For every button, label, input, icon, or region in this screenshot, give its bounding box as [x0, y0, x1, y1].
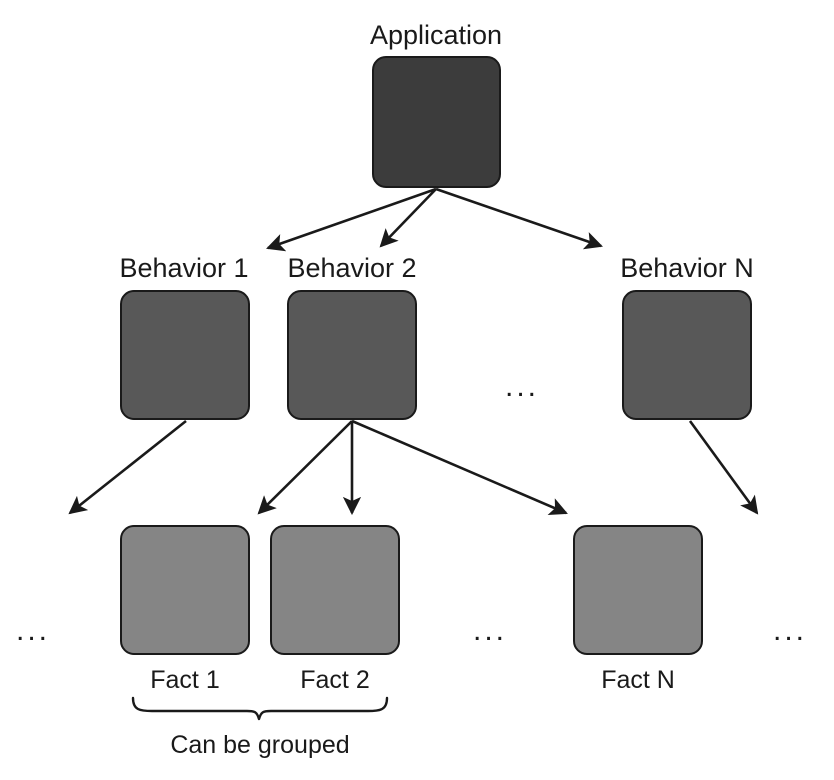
fact-2-node[interactable]	[270, 525, 400, 655]
behavior-2-node[interactable]	[287, 290, 417, 420]
behavior-row-ellipsis: ...	[505, 370, 540, 403]
fact-2-label: Fact 2	[300, 666, 370, 694]
edge-behavior1-fact-left	[68, 419, 187, 515]
grouping-caption: Can be grouped	[170, 731, 350, 759]
edge-application-behavior2	[379, 188, 437, 248]
fact-row-ellipsis-left: ...	[16, 614, 51, 647]
fact-n-label: Fact N	[601, 666, 675, 694]
application-label: Application	[369, 20, 503, 50]
edge-application-behaviorN	[435, 187, 603, 250]
edge-behavior2-factN	[351, 419, 568, 515]
fact-1-label: Fact 1	[150, 666, 220, 694]
behavior-n-label: Behavior N	[620, 253, 754, 283]
fact-1-node[interactable]	[120, 525, 250, 655]
behavior-n-node[interactable]	[622, 290, 752, 420]
grouping-brace-icon	[131, 696, 389, 721]
behavior-2-label: Behavior 2	[287, 253, 417, 283]
fact-row-ellipsis-right: ...	[773, 614, 808, 647]
behavior-1-node[interactable]	[120, 290, 250, 420]
fact-row-ellipsis-middle: ...	[473, 614, 508, 647]
fact-n-node[interactable]	[573, 525, 703, 655]
application-node[interactable]	[372, 56, 501, 188]
edge-application-behavior1	[266, 187, 437, 252]
edge-behaviorN-fact-right	[688, 420, 759, 515]
behavior-1-label: Behavior 1	[119, 253, 249, 283]
edge-behavior2-fact1	[257, 420, 353, 515]
